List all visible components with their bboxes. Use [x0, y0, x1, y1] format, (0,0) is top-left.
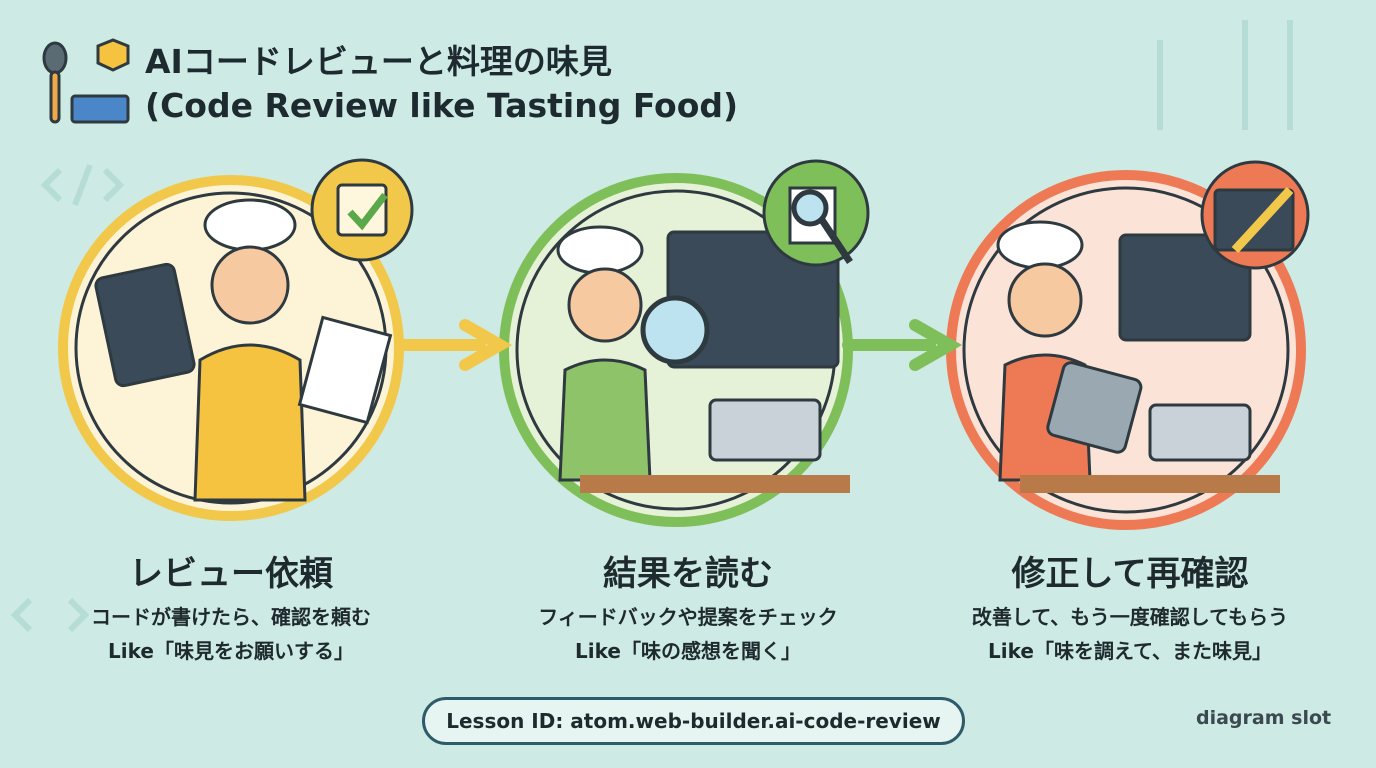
magnifier-document-icon: [762, 159, 870, 267]
chef-figure-3: [996, 220, 1280, 493]
arrow-right-icon: [842, 319, 963, 371]
chef-figure-1: [94, 198, 393, 502]
arrow-right-icon: [394, 319, 513, 371]
background-code-icon: [10, 20, 1293, 633]
step-description: フィードバックや提案をチェック: [538, 605, 838, 629]
wrench-code-icon: [1200, 160, 1310, 270]
step-description: コードが書けたら、確認を頼む: [91, 605, 371, 629]
page-title: AIコードレビューと料理の味見 (Code Review like Tastin…: [145, 40, 738, 128]
chef-figure-2: [556, 225, 850, 493]
step-analogy: Like「味見をお願いする」: [108, 639, 354, 663]
title-english: (Code Review like Tasting Food): [145, 86, 739, 125]
step-1: レビュー依頼 コードが書けたら、確認を頼む Like「味見をお願いする」: [31, 548, 431, 668]
step-title: 結果を読む: [603, 554, 773, 594]
step-analogy: Like「味を調えて、また味見」: [988, 639, 1272, 663]
step-analogy: Like「味の感想を聞く」: [575, 639, 801, 663]
spoon-blocks-logo-icon: [42, 38, 130, 124]
title-japanese: AIコードレビューと料理の味見: [145, 42, 612, 81]
step-description: 改善して、もう一度確認してもらう: [971, 605, 1289, 629]
step-3: 修正して再確認 改善して、もう一度確認してもらう Like「味を調えて、また味見…: [930, 548, 1330, 668]
step-title: レビュー依頼: [129, 554, 333, 594]
step-2: 結果を読む フィードバックや提案をチェック Like「味の感想を聞く」: [488, 548, 888, 668]
step-title: 修正して再確認: [1011, 554, 1249, 594]
checklist-icon: [310, 158, 414, 262]
lesson-id-badge: Lesson ID: atom.web-builder.ai-code-revi…: [422, 697, 965, 745]
diagram-slot-label: diagram slot: [1196, 707, 1332, 729]
